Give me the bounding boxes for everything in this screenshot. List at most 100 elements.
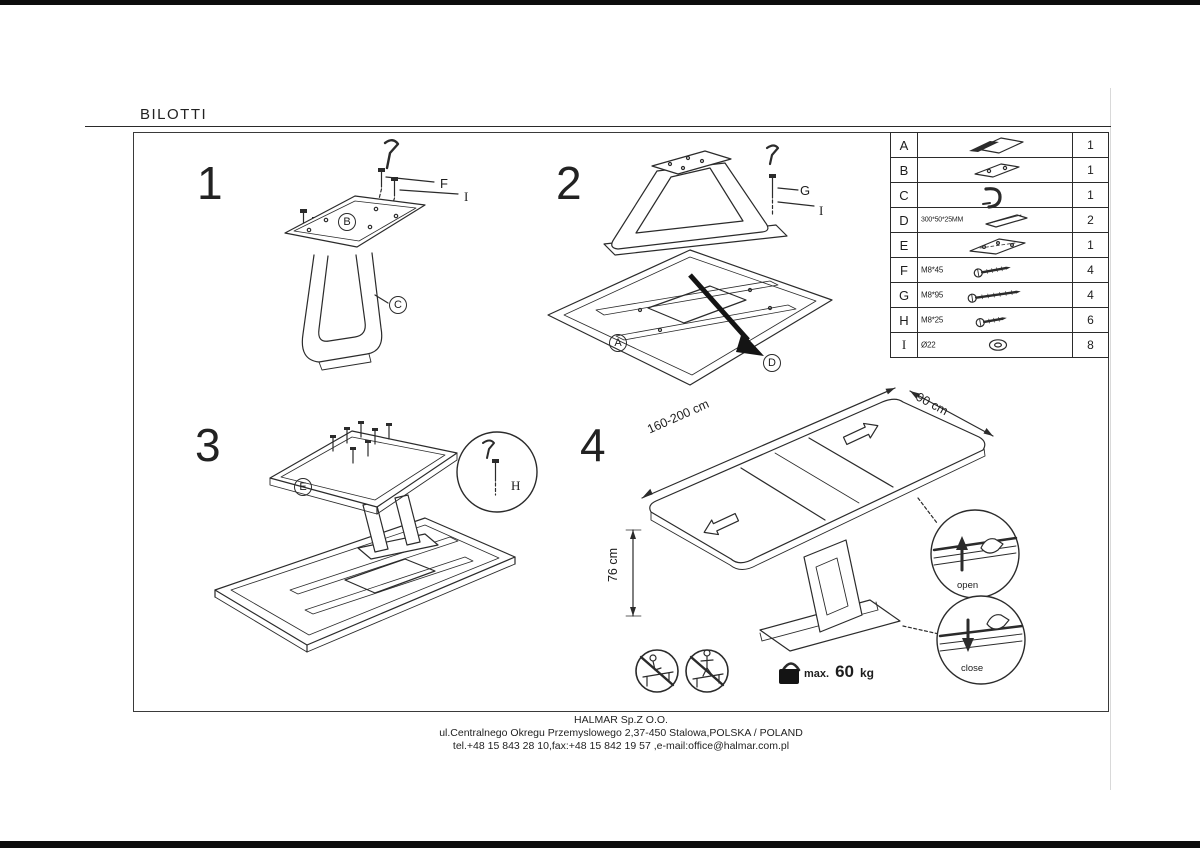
- parts-row-b: B 1: [890, 157, 1109, 183]
- base-panel-drawing: [214, 517, 516, 653]
- part-letter: G: [890, 282, 918, 308]
- part-letter: E: [890, 232, 918, 258]
- screw-icon: [967, 290, 1021, 303]
- leg-drawing: [301, 252, 389, 371]
- step1-label-i: I: [464, 189, 469, 204]
- step1-label-f: F: [440, 176, 448, 191]
- page-right-edge: [1110, 88, 1111, 790]
- tabletop-corner-icon: [969, 137, 1024, 154]
- part-spec: M8*45: [921, 265, 944, 275]
- part-spec: Ø22: [921, 340, 936, 350]
- step2-part-a-badge: A: [609, 334, 627, 352]
- part-qty: 1: [1072, 157, 1109, 183]
- max-load: max. 60 kg: [804, 662, 874, 682]
- part-qty: 4: [1072, 257, 1109, 283]
- screw-h-glyphs: [330, 421, 392, 464]
- part-qty: 2: [1072, 207, 1109, 233]
- scan-edge-top: [0, 0, 1200, 5]
- parts-row-a: A 1: [890, 132, 1109, 158]
- height-dimension-label: 76 cm: [606, 547, 621, 583]
- footer-contacts: tel.+48 15 843 28 10,fax:+48 15 842 19 5…: [452, 740, 790, 752]
- no-sitting-icon: [635, 649, 679, 693]
- product-title: BILOTTI: [140, 106, 208, 123]
- part-letter: I: [890, 332, 918, 358]
- step2-part-d-badge: D: [763, 354, 781, 372]
- part-letter: D: [890, 207, 918, 233]
- screw-icon: [973, 266, 1011, 278]
- part-qty: 1: [1072, 232, 1109, 258]
- max-load-value: 60: [835, 662, 854, 681]
- width-dimension-line: [909, 390, 994, 437]
- step2-illustration: [547, 144, 833, 386]
- step3-label-h: H: [511, 478, 521, 493]
- detail-close-circle: [936, 595, 1026, 685]
- part-letter: C: [890, 182, 918, 208]
- title-underline: [85, 126, 1111, 127]
- part-qty: 4: [1072, 282, 1109, 308]
- pedestal-drawing: [759, 539, 901, 652]
- step2-label-i: I: [819, 203, 824, 218]
- part-spec: 300*50*25MM: [921, 216, 964, 224]
- step1-part-b-badge: B: [338, 213, 356, 231]
- tabletop-drawing: [649, 398, 986, 570]
- height-dimension-line: [625, 529, 642, 617]
- step1-number: 1: [197, 157, 223, 209]
- leader-close: [902, 625, 940, 635]
- part-qty: 6: [1072, 307, 1109, 333]
- screw-icon: [975, 316, 1007, 328]
- plate-with-holes-icon: [969, 238, 1026, 255]
- step3-number: 3: [195, 419, 221, 471]
- max-load-unit: kg: [860, 666, 875, 680]
- parts-row-i: I Ø22 8: [890, 332, 1109, 358]
- part-qty: 1: [1072, 132, 1109, 158]
- max-load-prefix: max.: [804, 668, 830, 680]
- bracket-icon: [982, 187, 1002, 209]
- detail-circle-h: [456, 431, 538, 513]
- parts-row-d: D 300*50*25MM 2: [890, 207, 1109, 233]
- close-label: close: [961, 663, 984, 674]
- step3-part-e-badge: E: [294, 478, 312, 496]
- step2-number: 2: [556, 157, 582, 209]
- pedestal-frame-drawing: [603, 150, 788, 256]
- direction-arrow: [688, 273, 764, 356]
- leader-open: [917, 497, 938, 524]
- part-spec: M8*95: [921, 290, 944, 300]
- step1-part-c-badge: C: [389, 296, 407, 314]
- max-load-icon: [779, 662, 801, 684]
- no-standing-icon: [685, 649, 729, 693]
- allen-key-icon: [383, 139, 400, 170]
- part-qty: 1: [1072, 182, 1109, 208]
- part-letter: H: [890, 307, 918, 333]
- tabletop-underside-drawing: [547, 249, 833, 386]
- parts-table: A 1 B 1 C: [890, 132, 1109, 358]
- parts-row-h: H M8*25 6: [890, 307, 1109, 333]
- parts-row-e: E 1: [890, 232, 1109, 258]
- leader-lines: [385, 176, 459, 195]
- parts-row-g: G M8*95 4: [890, 282, 1109, 308]
- step1-illustration: [284, 139, 459, 371]
- open-label: open: [957, 580, 979, 591]
- part-letter: B: [890, 157, 918, 183]
- footer: HALMAR Sp.Z O.O. ul.Centralnego Okregu P…: [133, 714, 1109, 753]
- step4-illustration: [625, 387, 1026, 693]
- screw-g-glyph: [765, 144, 815, 217]
- part-spec: M8*25: [921, 315, 944, 325]
- main-border-box: [133, 132, 1109, 712]
- footer-company: HALMAR Sp.Z O.O.: [574, 714, 668, 726]
- part-qty: 8: [1072, 332, 1109, 358]
- step2-label-g: G: [800, 183, 811, 198]
- pedestal-columns-drawing: [357, 494, 439, 560]
- scan-edge-bottom: [0, 841, 1200, 848]
- support-bar-icon: [985, 214, 1028, 228]
- parts-row-c: C 1: [890, 182, 1109, 209]
- part-letter: A: [890, 132, 918, 158]
- part-letter: F: [890, 257, 918, 283]
- washer-icon: [988, 339, 1008, 351]
- small-tabletop-drawing: [269, 430, 458, 515]
- length-dimension-line: [641, 387, 896, 499]
- step4-number: 4: [580, 419, 606, 471]
- mounting-plate-icon: [974, 163, 1020, 178]
- extend-arrows: [703, 422, 879, 536]
- parts-row-f: F M8*45 4: [890, 257, 1109, 283]
